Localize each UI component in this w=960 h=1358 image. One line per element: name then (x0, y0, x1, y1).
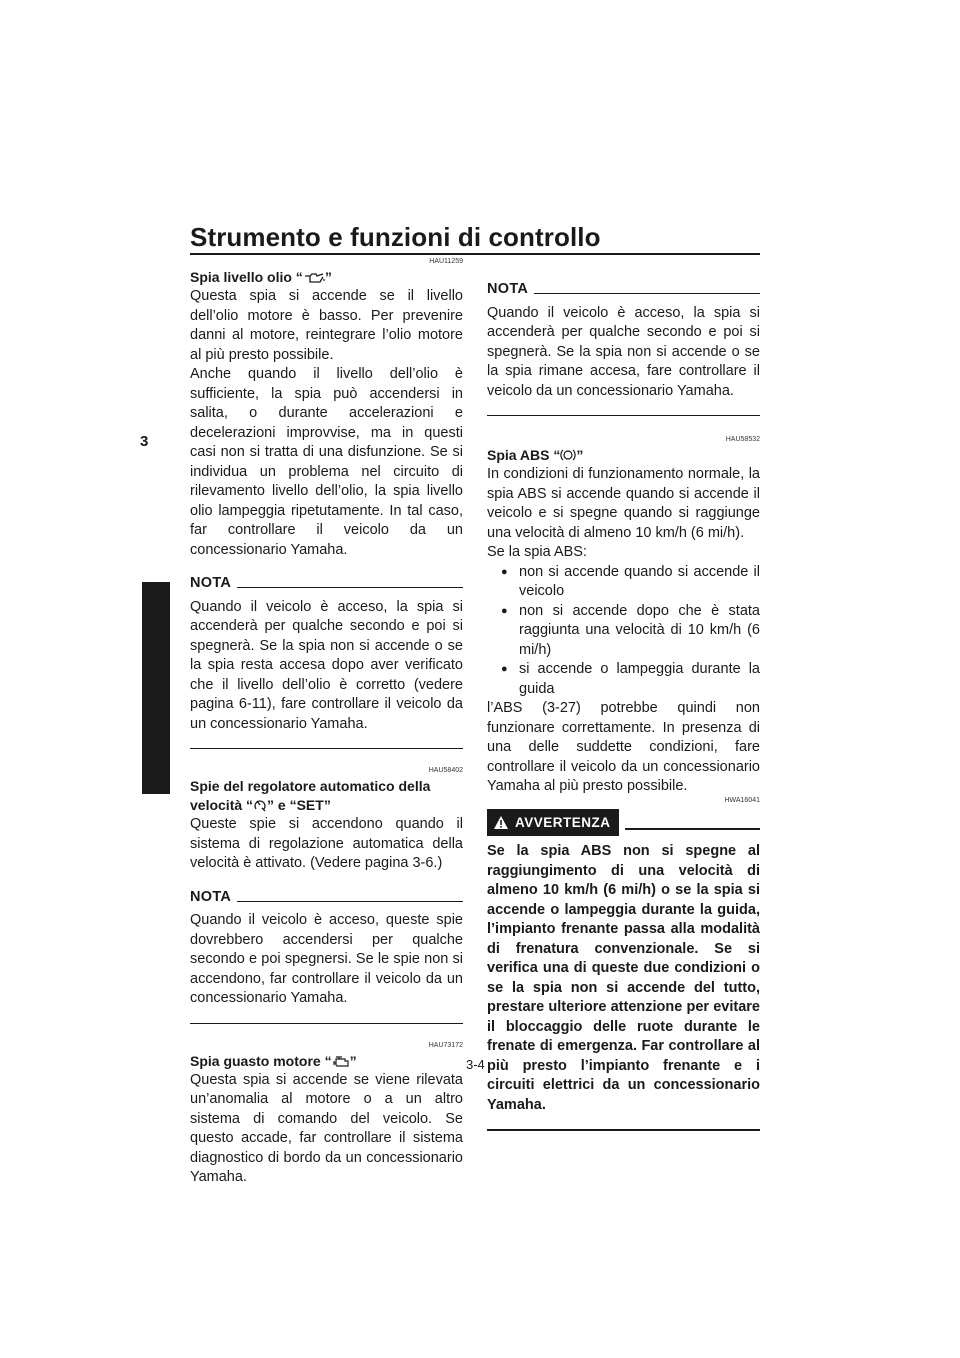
paragraph: Se la spia ABS: (487, 544, 587, 560)
section-code: HAU58402 (428, 767, 463, 774)
section-code: HWA16041 (724, 796, 760, 804)
paragraph: l’ABS (3-27) potrebbe quindi non funzion… (487, 700, 760, 794)
section-heading-oil: Spia livello olio “” (190, 269, 332, 285)
page-title: Strumento e funzioni di controllo (190, 222, 601, 252)
right-column: NOTA Quando il veicolo è acceso, la spia… (487, 258, 760, 1131)
nota-label: NOTA (190, 575, 232, 591)
section-heading-cruise: Spie del regolatore automatico della vel… (190, 778, 431, 813)
paragraph: Anche quando il livello dell’olio è suff… (190, 366, 463, 558)
nota-header: NOTA (487, 280, 760, 300)
divider (487, 1129, 760, 1131)
divider (190, 1022, 463, 1024)
warning-header: AVVERTENZA (487, 808, 760, 836)
warning-text: Se la spia ABS non si spegne al raggiung… (487, 843, 760, 1113)
nota-label: NOTA (487, 281, 529, 297)
section-code: HAU73172 (428, 1041, 463, 1049)
nota-header: NOTA (190, 574, 463, 594)
nota-header: NOTA (190, 888, 463, 908)
divider (534, 293, 760, 295)
abs-icon (560, 449, 577, 461)
divider (190, 748, 463, 749)
paragraph: In condizioni di funzionamento normale, … (487, 466, 760, 541)
divider (237, 587, 463, 589)
left-column: HAU11259 Spia livello olio “” Questa spi… (190, 258, 463, 1188)
paragraph: Questa spia si accende se il livello del… (190, 288, 463, 363)
nota-text: Quando il veicolo è acceso, queste spie … (190, 912, 463, 1006)
section-code: HAU11259 (429, 258, 463, 265)
section-code: HAU58532 (725, 436, 760, 443)
list-item: non si accende quando si accende il veic… (487, 563, 760, 602)
oil-can-icon (304, 273, 325, 283)
title-rule (190, 253, 760, 255)
paragraph: Queste spie si accendono quando il siste… (190, 816, 463, 871)
engine-icon (332, 1055, 349, 1067)
warning-badge: AVVERTENZA (487, 808, 619, 836)
section-heading-abs: Spia ABS “” (487, 447, 584, 463)
cruise-control-icon (254, 800, 266, 812)
nota-text: Quando il veicolo è acceso, la spia si a… (487, 304, 760, 399)
list-item: non si accende dopo che è stata raggiunt… (487, 602, 760, 661)
chapter-tab (142, 582, 170, 794)
list-item: si accende o lampeggia durante la guida (487, 660, 760, 699)
warning-label: AVVERTENZA (515, 814, 611, 830)
paragraph: Questa spia si accende se viene rilevata… (190, 1071, 463, 1186)
divider (624, 828, 760, 831)
warning-icon (494, 815, 508, 829)
section-heading-engine: Spia guasto motore “” (190, 1052, 357, 1069)
nota-text: Quando il veicolo è acceso, la spia si a… (190, 598, 463, 732)
chapter-number: 3 (140, 433, 149, 450)
page-number: 3-4 (466, 1057, 485, 1072)
divider (487, 415, 760, 416)
bullet-list: non si accende quando si accende il veic… (487, 563, 760, 700)
nota-label: NOTA (190, 888, 232, 905)
divider (237, 900, 463, 902)
